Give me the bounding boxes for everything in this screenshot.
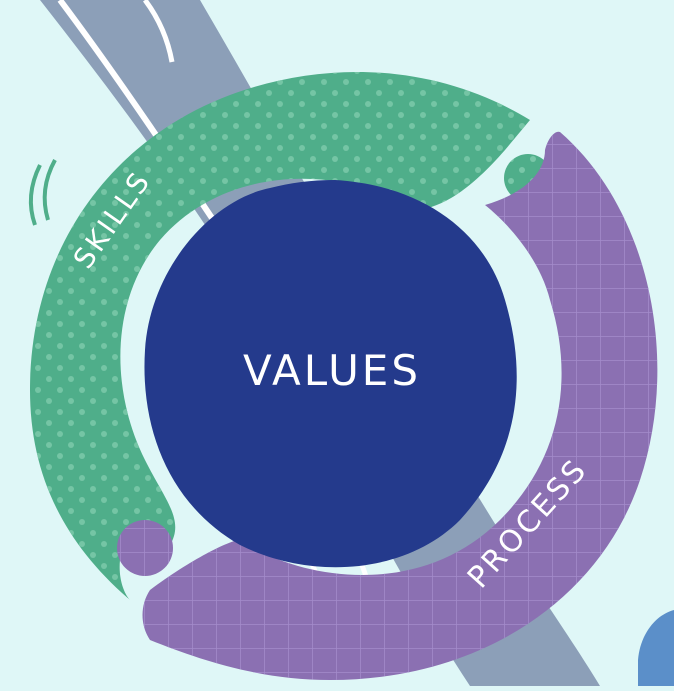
accent-shape xyxy=(638,610,674,686)
motion-stroke xyxy=(42,159,57,221)
values-label: VALUES xyxy=(243,346,421,395)
process-segment xyxy=(117,131,658,680)
motion-stroke xyxy=(28,164,42,226)
values-center xyxy=(144,180,517,568)
road-stripe xyxy=(142,0,175,63)
